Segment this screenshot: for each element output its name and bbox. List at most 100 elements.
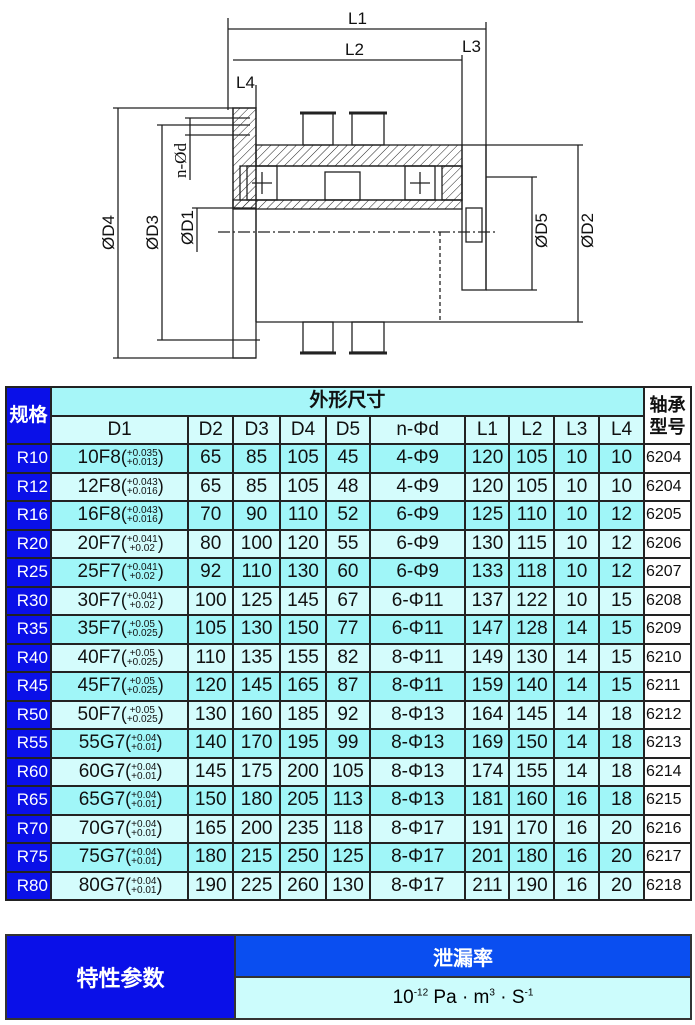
- tolerance-lower: +0.016: [126, 485, 158, 497]
- tolerance-upper: +0.04: [131, 818, 157, 830]
- dim-cell: 145: [508, 699, 556, 730]
- bearing-cell: 6218: [642, 870, 693, 901]
- dim-cell: 18: [598, 756, 645, 787]
- dim-cell: 10: [598, 443, 645, 474]
- dim-cell: 150: [508, 728, 556, 759]
- dim-cell: 20: [598, 842, 645, 873]
- d1-cell: 70G7+0.04+0.01: [49, 813, 190, 844]
- dim-cell: 6-Φ9: [368, 557, 467, 588]
- dim-cell: 12: [598, 500, 645, 531]
- dim-cell: 145: [232, 671, 282, 702]
- dim-cell: 15: [598, 671, 645, 702]
- d1-value: 65G7: [78, 789, 126, 811]
- d1-cell: 60G7+0.04+0.01: [49, 756, 190, 787]
- dim-cell: 140: [187, 728, 235, 759]
- spec-cell: R25: [5, 557, 52, 588]
- tolerance-upper: +0.05: [129, 647, 155, 659]
- dim-cell: 15: [598, 585, 645, 616]
- d1-value: 75G7: [78, 846, 126, 868]
- d1-tolerance: +0.05+0.025: [121, 705, 164, 725]
- bearing-cell: 6217: [642, 842, 693, 873]
- value-exp: -12: [413, 987, 429, 999]
- dim-cell: 164: [464, 699, 511, 730]
- dim-cell: 180: [232, 785, 282, 816]
- dim-cell: 260: [279, 870, 327, 901]
- dim-label-d5: ØD5: [532, 213, 551, 248]
- d1-tolerance: +0.041+0.02: [121, 562, 164, 582]
- dim-cell: 12: [598, 557, 645, 588]
- column-header-6: L1: [464, 414, 511, 445]
- dim-cell: 133: [464, 557, 511, 588]
- dim-cell: 130: [464, 528, 511, 559]
- dim-cell: 48: [324, 471, 371, 502]
- dim-cell: 90: [232, 500, 282, 531]
- d1-value: 45F7: [77, 675, 121, 697]
- dim-cell: 135: [232, 642, 282, 673]
- dim-cell: 10: [553, 471, 601, 502]
- dim-cell: 105: [187, 614, 235, 645]
- value-unit: Pa · m: [428, 987, 490, 1008]
- dim-cell: 130: [187, 699, 235, 730]
- dim-cell: 160: [232, 699, 282, 730]
- d1-tolerance: +0.041+0.02: [121, 534, 164, 554]
- d1-value: 12F8: [77, 475, 121, 497]
- dim-cell: 8-Φ11: [368, 642, 467, 673]
- tolerance-lower: +0.01: [131, 770, 157, 782]
- dim-cell: 120: [464, 471, 511, 502]
- dim-label-nd: n-Ød: [171, 143, 190, 178]
- d1-cell: 50F7+0.05+0.025: [49, 699, 190, 730]
- spec-cell: R50: [5, 699, 52, 730]
- spec-cell: R35: [5, 614, 52, 645]
- dim-cell: 174: [464, 756, 511, 787]
- spec-cell: R16: [5, 500, 52, 531]
- spec-cell: R12: [5, 471, 52, 502]
- dim-cell: 16: [553, 785, 601, 816]
- dim-cell: 10: [553, 557, 601, 588]
- dim-cell: 6-Φ9: [368, 528, 467, 559]
- tolerance-upper: +0.04: [131, 875, 157, 887]
- spec-cell: R60: [5, 756, 52, 787]
- dim-cell: 120: [464, 443, 511, 474]
- bearing-cell: 6207: [642, 557, 693, 588]
- table-row: R3535F7+0.05+0.025105130150776-Φ11147128…: [5, 614, 693, 645]
- dim-cell: 110: [232, 557, 282, 588]
- dim-cell: 45: [324, 443, 371, 474]
- tolerance-upper: +0.041: [126, 562, 158, 574]
- column-header-7: L2: [508, 414, 556, 445]
- d1-value: 80G7: [78, 874, 126, 896]
- dim-label-d1: ØD1: [178, 210, 197, 245]
- dim-cell: 125: [324, 842, 371, 873]
- dim-cell: 250: [279, 842, 327, 873]
- dim-cell: 190: [508, 870, 556, 901]
- dim-cell: 20: [598, 813, 645, 844]
- dim-cell: 70: [187, 500, 235, 531]
- bearing-cell: 6215: [642, 785, 693, 816]
- value-exp3: -1: [524, 987, 534, 999]
- dim-cell: 120: [187, 671, 235, 702]
- bearing-cell: 6204: [642, 443, 693, 474]
- dim-cell: 8-Φ17: [368, 813, 467, 844]
- dim-cell: 8-Φ17: [368, 842, 467, 873]
- dim-cell: 15: [598, 642, 645, 673]
- dim-cell: 99: [324, 728, 371, 759]
- d1-value: 40F7: [77, 646, 121, 668]
- tolerance-upper: +0.04: [131, 847, 157, 859]
- tolerance-upper: +0.04: [131, 790, 157, 802]
- d1-cell: 25F7+0.041+0.02: [49, 557, 190, 588]
- dim-cell: 145: [187, 756, 235, 787]
- column-header-0: D1: [49, 414, 190, 445]
- dim-cell: 200: [232, 813, 282, 844]
- spec-cell: R80: [5, 870, 52, 901]
- dim-cell: 125: [464, 500, 511, 531]
- bearing-header-line1: 轴承: [649, 394, 686, 415]
- spec-cell: R45: [5, 671, 52, 702]
- d1-tolerance: +0.05+0.025: [121, 647, 164, 668]
- dim-cell: 130: [324, 870, 371, 901]
- dim-cell: 225: [232, 870, 282, 901]
- tolerance-lower: +0.025: [126, 656, 158, 668]
- tolerance-upper: +0.043: [126, 505, 158, 517]
- dim-cell: 140: [508, 671, 556, 702]
- dim-cell: 128: [508, 614, 556, 645]
- d1-cell: 45F7+0.05+0.025: [49, 671, 190, 702]
- table-row: R4040F7+0.05+0.025110135155828-Φ11149130…: [5, 642, 693, 673]
